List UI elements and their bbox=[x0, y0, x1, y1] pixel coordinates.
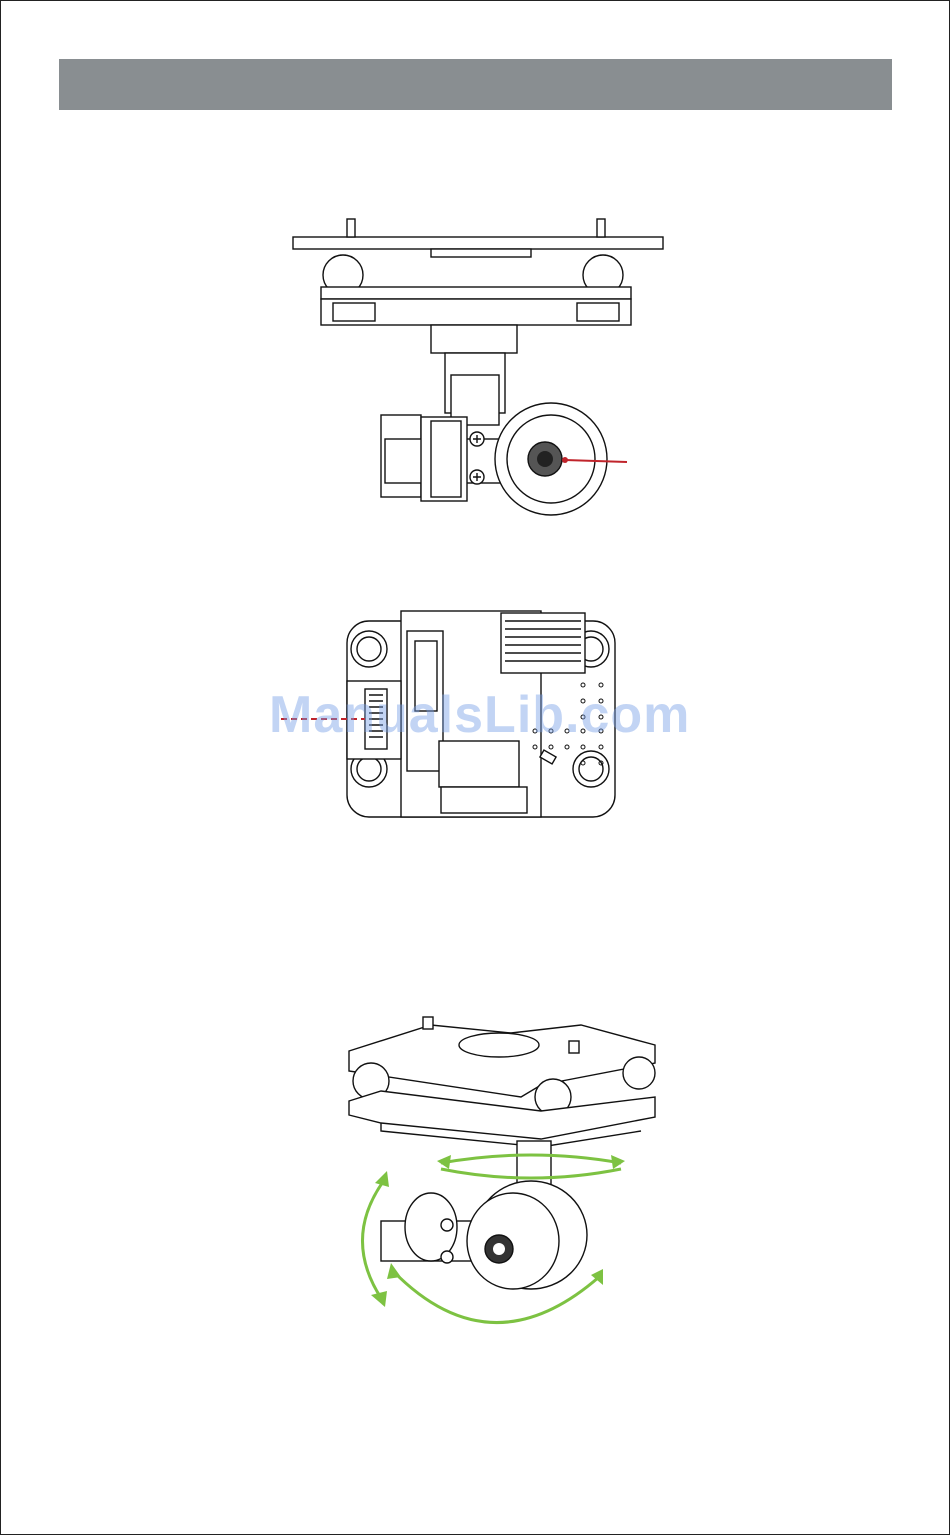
gimbal-front-drawing-icon bbox=[281, 211, 671, 521]
gimbal-bottom-drawing-icon bbox=[261, 601, 701, 826]
gimbal-rotation-drawing-icon bbox=[341, 1011, 671, 1341]
gimbal-front-figure bbox=[281, 211, 671, 521]
section-header-bar bbox=[59, 59, 892, 110]
gimbal-bottom-figure bbox=[261, 601, 701, 826]
gimbal-isometric-figure bbox=[341, 1011, 671, 1341]
